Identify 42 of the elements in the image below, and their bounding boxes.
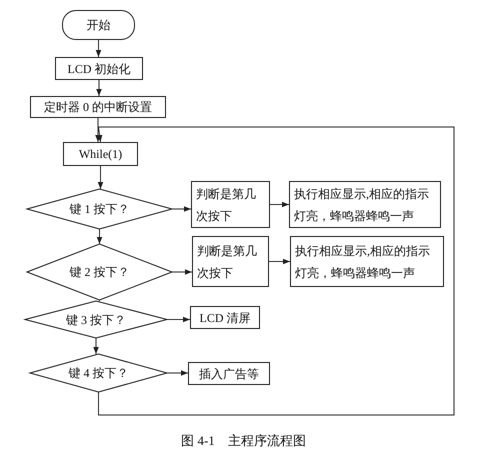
arrow: [166, 316, 190, 322]
process-box: [191, 181, 270, 228]
node-text: 插入广告等: [198, 366, 260, 382]
node-text: 键 4 按下？: [68, 365, 130, 382]
arrow: [96, 80, 102, 96]
process-box: [192, 236, 269, 287]
process-box: [289, 181, 441, 228]
arrow: [93, 338, 99, 354]
node-text: 执行相应显示,相应的指示灯亮，蜂鸣器蜂鸣一声: [293, 186, 430, 224]
process-box: [188, 362, 270, 385]
node-text: 定时器 0 的中断设置: [43, 99, 153, 116]
node-text: LCD 清屏: [198, 310, 252, 326]
node-text: While(1): [78, 146, 124, 163]
node-text: 判断是第几次按下: [195, 186, 257, 224]
arrow: [166, 370, 188, 376]
arrow: [96, 126, 454, 416]
node-text: 判断是第几次按下: [196, 242, 258, 282]
process-box: [290, 236, 444, 287]
process-box: [30, 96, 166, 118]
arrow: [270, 202, 290, 208]
decision-diamond: [30, 354, 167, 392]
arrow: [95, 118, 101, 142]
decision-diamond: [27, 244, 172, 300]
process-box: [190, 306, 260, 329]
process-box: [55, 57, 143, 80]
node-text: 键 3 按下？: [65, 312, 127, 328]
node-text: 执行相应显示,相应的指示灯亮，蜂鸣器蜂鸣一声: [294, 242, 431, 282]
node-text: 键 1 按下？: [68, 201, 130, 218]
arrow: [96, 228, 102, 244]
process-box: [63, 142, 138, 166]
node-text: 开始: [86, 17, 112, 34]
arrow: [96, 40, 102, 58]
terminal-box: [62, 10, 135, 40]
decision-diamond: [27, 189, 172, 229]
arrow: [98, 166, 104, 190]
arrow: [172, 206, 192, 212]
node-text: 键 2 按下？: [68, 264, 130, 281]
decision-diamond: [25, 301, 167, 338]
figure-caption: 图 4-1 主程序流程图: [180, 432, 307, 450]
arrow: [268, 258, 290, 264]
node-text: LCD 初始化: [66, 60, 132, 78]
arrow: [172, 269, 192, 275]
